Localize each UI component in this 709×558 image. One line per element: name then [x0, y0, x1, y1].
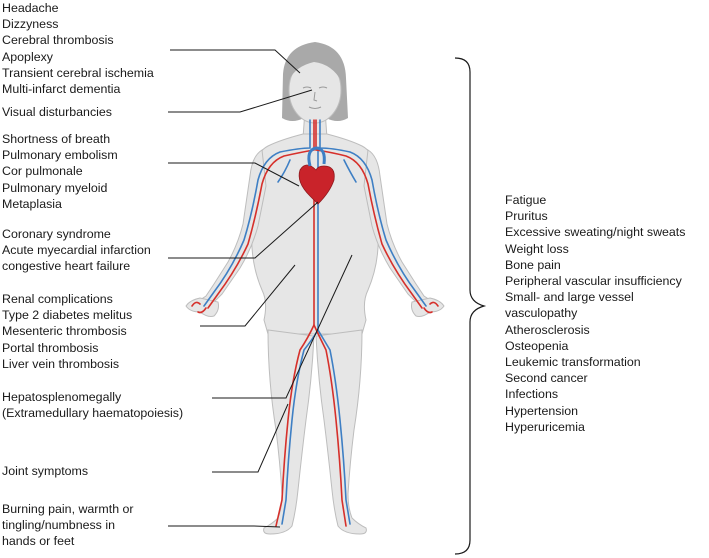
- leader-joints: [212, 403, 289, 473]
- symptom-heart-1: Acute myecardial infarction: [2, 243, 151, 258]
- symptom-brain-3: Apoplexy: [2, 49, 53, 64]
- symptom-extremities-2: hands or feet: [2, 534, 75, 549]
- systemic-symptom-10: Leukemic transformation: [505, 355, 641, 370]
- symptom-abdomen-1: Type 2 diabetes melitus: [2, 308, 133, 323]
- leader-eyes: [168, 89, 313, 113]
- body-silhouette: [185, 56, 445, 535]
- systemic-symptom-7: vasculopathy: [505, 306, 578, 321]
- leader-brain: [170, 49, 301, 74]
- systemic-symptom-3: Weight loss: [505, 241, 569, 256]
- systemic-symptom-0: Fatigue: [505, 193, 547, 207]
- leader-heart: [168, 201, 319, 259]
- systemic-symptom-6: Small- and large vessel: [505, 290, 634, 305]
- face: [302, 86, 328, 109]
- hair-front: [289, 48, 342, 82]
- symptom-abdomen-3: Portal thrombosis: [2, 340, 99, 355]
- symptom-lungs-1: Pulmonary embolism: [2, 148, 118, 163]
- systemic-symptom-2: Excessive sweating/night sweats: [505, 225, 686, 240]
- symptom-spleen-1: (Extramedullary haematopoiesis): [2, 406, 184, 421]
- aortic-arch: [307, 146, 326, 167]
- symptom-spleen-0: Hepatosplenomegally: [2, 390, 122, 404]
- systemic-symptom-13: Hypertension: [505, 403, 579, 418]
- systemic-symptom-12: Infections: [505, 387, 559, 402]
- symptom-joints-0: Joint symptoms: [2, 464, 89, 478]
- label-group-joints: Joint symptoms: [2, 463, 88, 479]
- systemic-symptom-14: Hyperuricemia: [505, 419, 585, 434]
- systemic-symptom-11: Second cancer: [505, 371, 588, 386]
- symptom-abdomen-4: Liver vein thrombosis: [2, 356, 120, 371]
- systemic-bracket: [454, 57, 487, 555]
- symptom-lungs-2: Cor pulmonale: [2, 164, 83, 179]
- systemic-symptom-9: Osteopenia: [505, 338, 569, 353]
- symptom-brain-1: Dizzyness: [2, 17, 59, 32]
- leader-lines: [168, 49, 353, 528]
- veins: [203, 119, 427, 525]
- leader-spleen: [212, 254, 353, 399]
- leader-abdomen: [200, 264, 296, 327]
- symptom-eyes-0: Visual disturbancies: [2, 105, 112, 119]
- symptom-brain-2: Cerebral thrombosis: [2, 33, 114, 48]
- symptom-abdomen-0: Renal complications: [2, 292, 113, 306]
- symptom-lungs-4: Metaplasia: [2, 196, 62, 211]
- symptom-extremities-1: tingling/numbness in: [2, 518, 115, 533]
- leader-extremities: [168, 525, 281, 528]
- systemic-symptom-5: Peripheral vascular insufficiency: [505, 274, 682, 289]
- systemic-symptom-8: Atherosclerosis: [505, 322, 590, 337]
- symptom-lungs-3: Pulmonary myeloid: [2, 180, 108, 195]
- heart: [298, 164, 335, 205]
- symptom-heart-2: congestive heart failure: [2, 259, 131, 274]
- arteries: [191, 119, 439, 527]
- symptom-brain-4: Transient cerebral ischemia: [2, 65, 154, 80]
- label-group-eyes: Visual disturbancies: [2, 104, 112, 120]
- systemic-symptom-1: Pruritus: [505, 209, 548, 224]
- symptom-heart-0: Coronary syndrome: [2, 227, 111, 241]
- systemic-symptom-4: Bone pain: [505, 257, 561, 272]
- label-group-extremities: Burning pain, warmth or tingling/numbness…: [2, 501, 134, 550]
- leader-lungs: [168, 162, 300, 187]
- symptom-brain-0: Headache: [2, 1, 59, 15]
- symptom-abdomen-2: Mesenteric thrombosis: [2, 324, 127, 339]
- symptom-lungs-0: Shortness of breath: [2, 132, 111, 146]
- symptom-extremities-0: Burning pain, warmth or: [2, 502, 134, 516]
- label-group-spleen: Hepatosplenomegally (Extramedullary haema…: [2, 389, 183, 421]
- symptom-brain-5: Multi-infarct dementia: [2, 82, 121, 97]
